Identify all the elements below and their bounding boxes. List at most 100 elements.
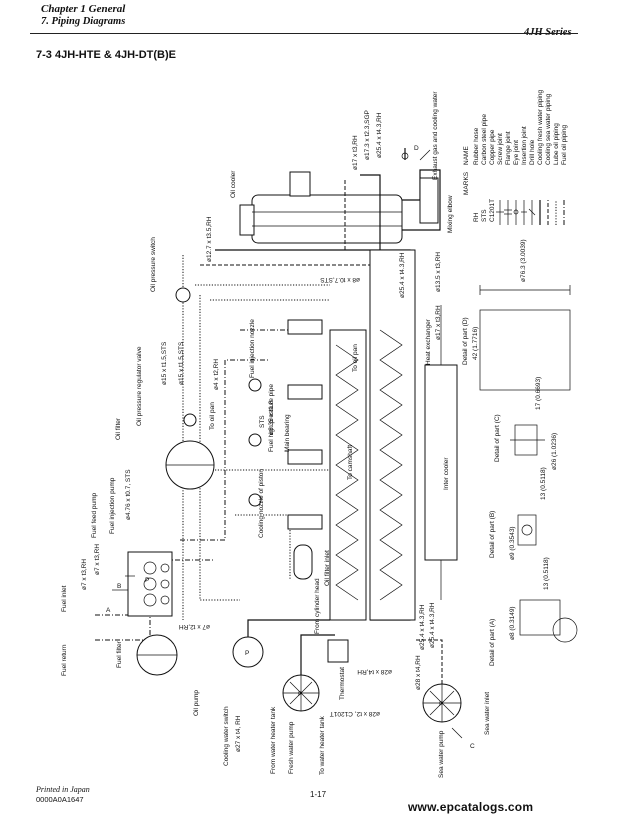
heat-exchanger-coil bbox=[379, 329, 403, 601]
pipe-spec: ø7 x t3,RH bbox=[94, 544, 101, 575]
label-letter-a: A bbox=[106, 607, 111, 614]
oil-cooler-end-cap bbox=[239, 204, 255, 236]
legend-mark: STS bbox=[481, 209, 488, 222]
legend: MARKS NAME RH Rubber hose STS Carbon ste… bbox=[463, 89, 568, 225]
footer-code: 0000A0A1647 bbox=[36, 795, 84, 804]
detail-d-drawing bbox=[479, 309, 571, 391]
label-letter-p1: P bbox=[145, 577, 149, 584]
component-labels: Exhaust gas and cooling water Oil cooler… bbox=[61, 91, 501, 778]
label-oil-filter: Oil filter bbox=[115, 417, 122, 440]
label-letter-d: D bbox=[414, 145, 419, 152]
legend-name: Lube oil piping bbox=[553, 123, 560, 165]
label-letter-p2: P bbox=[245, 650, 249, 657]
detail-d-dia: ø76.3 (3.0039) bbox=[520, 239, 527, 282]
legend-name: Insertion joint bbox=[521, 126, 528, 165]
label-fresh-water-pump: Fresh water pump bbox=[288, 721, 295, 774]
header-rule bbox=[30, 33, 578, 34]
label-exhaust: Exhaust gas and cooling water bbox=[432, 91, 439, 180]
label-fuel-high-pressure-pipe: Fuel high pressure pipe bbox=[268, 384, 275, 452]
label-sea-water-pump: Sea water pump bbox=[438, 730, 445, 778]
label-fuel-injection-nozzle: Fuel injection nozzle bbox=[249, 319, 256, 378]
legend-name: Eye joint bbox=[513, 140, 520, 165]
label-fuel-inlet: Fuel inlet bbox=[61, 585, 68, 612]
label-letter-p3: P bbox=[298, 691, 302, 698]
pipe-spec: ø28 x t2, C1201T bbox=[330, 710, 380, 717]
legend-name: Flange joint bbox=[505, 131, 512, 165]
mixing-elbow-box bbox=[419, 177, 439, 224]
legend-name: Screw joint bbox=[497, 133, 504, 165]
oil-filter-inlet bbox=[293, 544, 313, 580]
label-oil-pump: Oil pump bbox=[193, 690, 200, 716]
label-letter-p4: P bbox=[439, 701, 443, 708]
pipe-spec: ø27 x t4, RH bbox=[235, 715, 242, 752]
label-to-camshaft: To camshaft bbox=[347, 445, 354, 480]
detail-b-dia: ø9 (0.3543) bbox=[509, 526, 516, 560]
detail-b-len: 13 (0.5118) bbox=[540, 467, 547, 500]
pipe-spec: ø17 x t3,RH bbox=[352, 135, 359, 170]
detail-a-dia: ø8 (0.3149) bbox=[509, 606, 516, 640]
pipe-spec: ø12.7 x t3.5,RH bbox=[206, 216, 213, 262]
label-detail-b: Detail of part (B) bbox=[489, 511, 496, 558]
pipe-spec: ø6.35 x t1.8 bbox=[268, 400, 275, 435]
fuel-injection-nozzles bbox=[287, 319, 323, 530]
figure-title: 7-3 4JH-HTE & 4JH-DT(B)E bbox=[36, 49, 176, 61]
thermostat bbox=[327, 639, 349, 663]
legend-mark: RH bbox=[473, 212, 480, 222]
cooling-nozzles bbox=[248, 378, 262, 507]
detail-a-len: 13 (0.5118) bbox=[543, 557, 550, 590]
series-title: 4JH Series bbox=[524, 27, 572, 38]
label-inter-cooler: Inter cooler bbox=[443, 457, 450, 490]
legend-name: Rubber hose bbox=[473, 127, 480, 165]
detail-a-drawing bbox=[519, 599, 561, 636]
label-to-oil-pan-2: To oil pan bbox=[352, 344, 359, 372]
pipe-spec: ø17 x t3,RH bbox=[435, 305, 442, 340]
label-fuel-feed-pump: Fuel feed pump bbox=[91, 492, 98, 538]
pipe-spec: ø15 x t1.5,STS bbox=[178, 341, 185, 385]
label-sea-water-inlet: Sea water inlet bbox=[484, 692, 491, 735]
label-detail-d: Detail of part (D) bbox=[462, 317, 469, 365]
pipe-spec: ø25.4 x t4.3,RH bbox=[419, 604, 426, 650]
label-oil-pressure-switch: Oil pressure switch bbox=[150, 237, 157, 292]
detail-c-dia: ø26 (1.0236) bbox=[551, 433, 558, 470]
legend-mark: C1201T bbox=[489, 199, 496, 222]
pipe-spec: ø13.5 x t3,RH bbox=[435, 252, 442, 292]
pipe-spec: ø8 x t0.7,STS bbox=[320, 276, 360, 283]
label-fuel-return: Fuel return bbox=[61, 644, 68, 676]
label-mixing-elbow: Mixing elbow bbox=[447, 195, 454, 233]
page-number: 1-17 bbox=[310, 790, 327, 799]
label-thermostat: Thermostat bbox=[339, 667, 346, 700]
heat-exchanger bbox=[369, 249, 416, 621]
pipe-spec: ø25.4 x t4.3,RH bbox=[399, 252, 406, 298]
legend-col-marks: MARKS bbox=[463, 171, 470, 195]
label-sts: STS bbox=[259, 415, 266, 428]
label-oil-filter-inlet: Oil filter inlet bbox=[324, 550, 331, 586]
pipe-spec: ø28 x t4,RH bbox=[415, 655, 422, 690]
pipe-spec: ø4 x t2,RH bbox=[213, 359, 220, 390]
inter-cooler bbox=[424, 364, 458, 561]
drawing bbox=[95, 148, 463, 739]
label-oil-cooler: Oil cooler bbox=[230, 170, 237, 198]
section-title: 7. Piping Diagrams bbox=[41, 16, 126, 27]
label-heat-exchanger: Heat exchanger bbox=[425, 318, 432, 365]
legend-name: Cooling fresh water piping bbox=[537, 89, 544, 165]
pipe-spec: ø25.4 x t4.3,RH bbox=[376, 112, 383, 158]
detail-d-len: 42 (1.7716) bbox=[472, 327, 479, 360]
legend-name: Copper pipe bbox=[489, 129, 496, 165]
legend-name: Drill hole bbox=[529, 139, 536, 165]
oil-pressure-switch bbox=[175, 287, 191, 303]
cooling-column bbox=[329, 329, 367, 621]
label-cooling-nozzle: Cooling nozzle of piston bbox=[258, 469, 265, 538]
oil-cooler-filler bbox=[289, 171, 311, 197]
pipe-spec-labels: ø17 x t3,RH ø17.3 x t2.3,SGP ø25.4 x t4.… bbox=[81, 110, 442, 752]
label-detail-a: Detail of part (A) bbox=[489, 619, 496, 666]
label-letter-c: C bbox=[470, 743, 475, 750]
label-from-water-heater-tank: From water heater tank bbox=[270, 706, 277, 774]
chapter-title: Chapter 1 General bbox=[41, 3, 126, 15]
pipe-spec: ø25.4 x t4.3,RH bbox=[429, 602, 436, 648]
label-main-bearing: Main bearing bbox=[284, 414, 291, 452]
watermark: www.epcatalogs.com bbox=[408, 800, 534, 814]
pipe-spec: ø4.76 x t0.7, STS bbox=[125, 469, 132, 520]
label-oil-pressure-regulator-valve: Oil pressure regulator valve bbox=[136, 346, 143, 426]
fuel-injection-pump bbox=[127, 551, 173, 617]
